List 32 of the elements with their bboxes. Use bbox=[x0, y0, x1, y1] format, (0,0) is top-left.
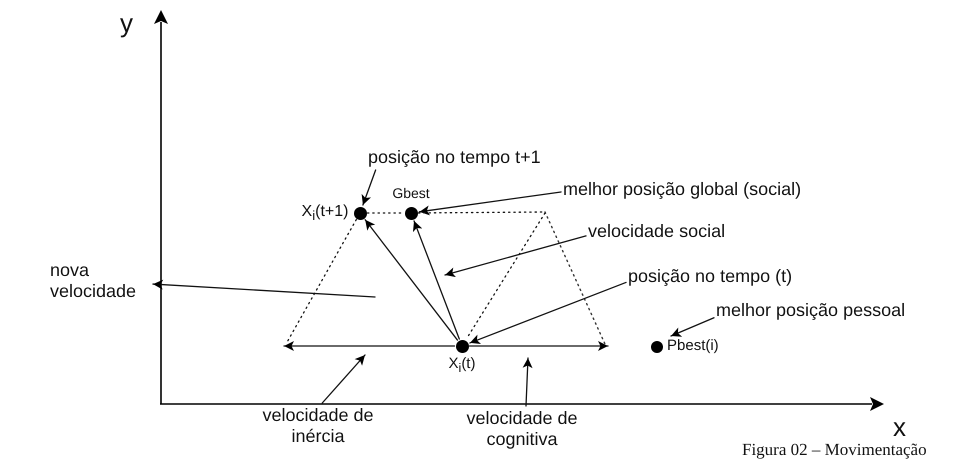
point-label: Pbest(i) bbox=[667, 338, 719, 354]
callout-text: posição no tempo (t) bbox=[628, 266, 843, 287]
vector-arrow bbox=[412, 220, 460, 340]
point-marker bbox=[651, 341, 663, 353]
vector-arrow bbox=[283, 341, 456, 351]
dotted-line bbox=[366, 212, 404, 214]
point-label: X$_{i}$(t) bbox=[448, 356, 476, 376]
leader-line bbox=[152, 280, 376, 298]
axis-label: y bbox=[120, 10, 133, 36]
leader-line bbox=[670, 317, 715, 337]
point-marker bbox=[456, 340, 468, 352]
point-marker bbox=[404, 206, 418, 220]
leader-line bbox=[418, 191, 562, 216]
callout-text: posição no tempo t+1 bbox=[368, 147, 578, 168]
axis-label: x bbox=[893, 414, 906, 440]
leader-line bbox=[469, 282, 627, 344]
callout-text: velocidade de inércia bbox=[246, 405, 390, 446]
leader-line bbox=[322, 354, 366, 404]
point-label: X$_{i}$(t+1) bbox=[302, 203, 348, 224]
callout-text: melhor posição global (social) bbox=[563, 179, 853, 200]
leader-line bbox=[444, 235, 587, 278]
callout-text: velocidade social bbox=[588, 221, 773, 242]
leader-line bbox=[362, 169, 376, 206]
callout-text: nova velocidade bbox=[50, 260, 150, 302]
vector-arrow bbox=[468, 341, 609, 351]
figure-caption: Figura 02 – Movimentação bbox=[742, 441, 927, 460]
point-marker bbox=[354, 206, 366, 220]
callout-text: velocidade de cognitiva bbox=[448, 408, 596, 450]
vector-arrow bbox=[364, 219, 458, 341]
callout-text: melhor posição pessoal bbox=[716, 300, 958, 321]
leader-line bbox=[522, 357, 533, 407]
point-label: Gbest bbox=[392, 186, 430, 202]
